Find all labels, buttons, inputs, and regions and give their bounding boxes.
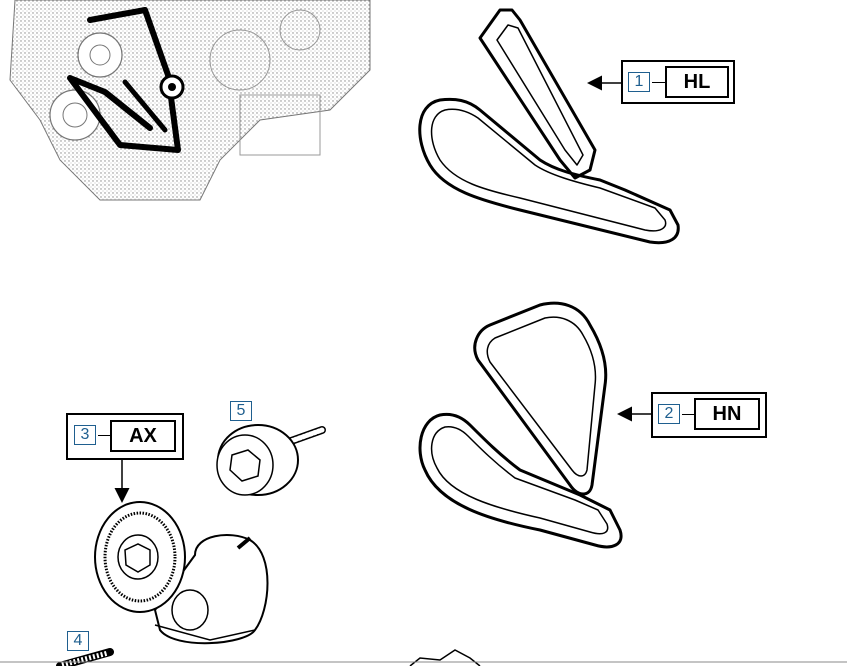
callout-number-5: 5 xyxy=(230,401,252,421)
belt-1 xyxy=(418,8,680,245)
belt-2 xyxy=(418,301,623,549)
bottom-partial-illustration xyxy=(0,649,847,666)
callout-code-hl: HL xyxy=(665,66,729,98)
connector-3 xyxy=(98,435,110,436)
callout-number-1: 1 xyxy=(628,72,650,92)
connector-2 xyxy=(682,414,694,415)
callout-number-2: 2 xyxy=(658,404,680,424)
engine-overview-illustration xyxy=(9,0,371,201)
callout-code-ax: AX xyxy=(110,420,176,452)
callout-code-hn: HN xyxy=(694,398,760,430)
bolt xyxy=(56,648,114,666)
tensioner-assembly xyxy=(94,501,269,645)
callout-number-4: 4 xyxy=(67,631,89,651)
callout-number-3: 3 xyxy=(74,425,96,445)
connector-1 xyxy=(652,82,665,83)
idler-pulley xyxy=(216,424,326,496)
